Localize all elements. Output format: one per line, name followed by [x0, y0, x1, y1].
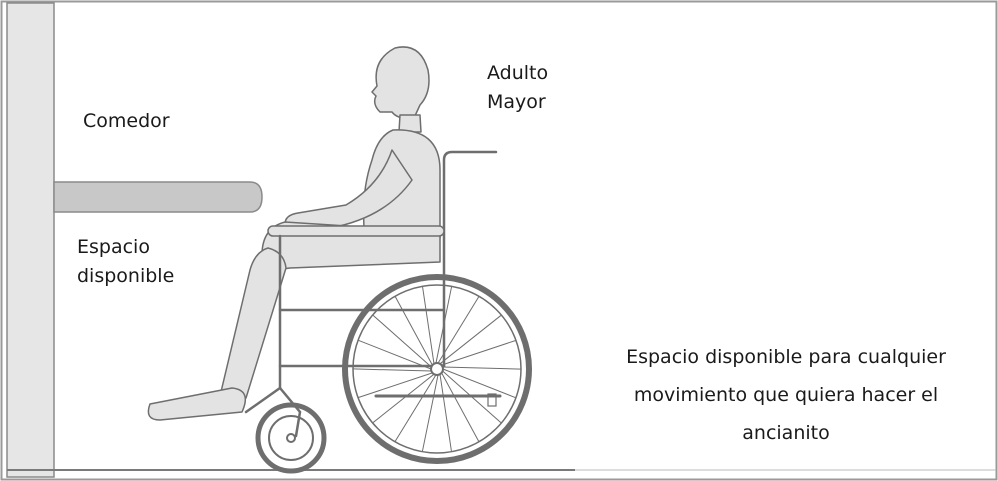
available-space-label: Espacio disponible — [77, 233, 174, 291]
wheel-spoke — [437, 296, 480, 364]
wheel-spoke — [442, 368, 517, 399]
wheel-spoke — [421, 374, 439, 452]
elderly-adult-label-line1: Adulto — [487, 62, 549, 84]
elderly-adult-label: Adulto Mayor — [487, 59, 548, 117]
wheel-spoke — [372, 373, 435, 424]
movement-space-label-line1: Espacio disponible para cualquier — [626, 346, 946, 368]
wheel-spoke — [372, 314, 432, 368]
wall — [6, 2, 55, 478]
wheel-spoke — [441, 339, 517, 366]
available-space-label-line1: Espacio — [77, 236, 150, 258]
wheel-spoke — [357, 372, 433, 399]
wheel-spoke — [352, 368, 432, 372]
wheel-spoke — [394, 295, 433, 366]
rear-wheel — [342, 274, 532, 464]
front-caster-wheel — [255, 402, 327, 474]
wheel-spoke — [357, 339, 432, 370]
available-space-label-line2: disponible — [77, 265, 175, 287]
wheel-spoke — [442, 366, 522, 370]
wheel-spoke — [421, 286, 435, 364]
dining-room-label: Comedor — [83, 107, 170, 136]
movement-space-label-line2: movimiento que quiera hacer el — [633, 384, 939, 406]
wheel-spoke — [439, 374, 453, 452]
elderly-adult-label-line2: Mayor — [487, 91, 546, 113]
wheel-spoke — [394, 374, 437, 442]
wheelchair — [244, 150, 502, 438]
wheel-spoke — [435, 286, 453, 364]
dining-table — [53, 181, 263, 213]
wheel-spoke — [442, 370, 502, 424]
wheel-spoke — [441, 372, 480, 443]
dining-room-label-text: Comedor — [83, 110, 170, 132]
movement-space-label: Espacio disponible para cualquier movimi… — [596, 338, 976, 452]
wheel-spoke — [439, 314, 502, 365]
movement-space-label-line3: ancianito — [742, 422, 830, 444]
